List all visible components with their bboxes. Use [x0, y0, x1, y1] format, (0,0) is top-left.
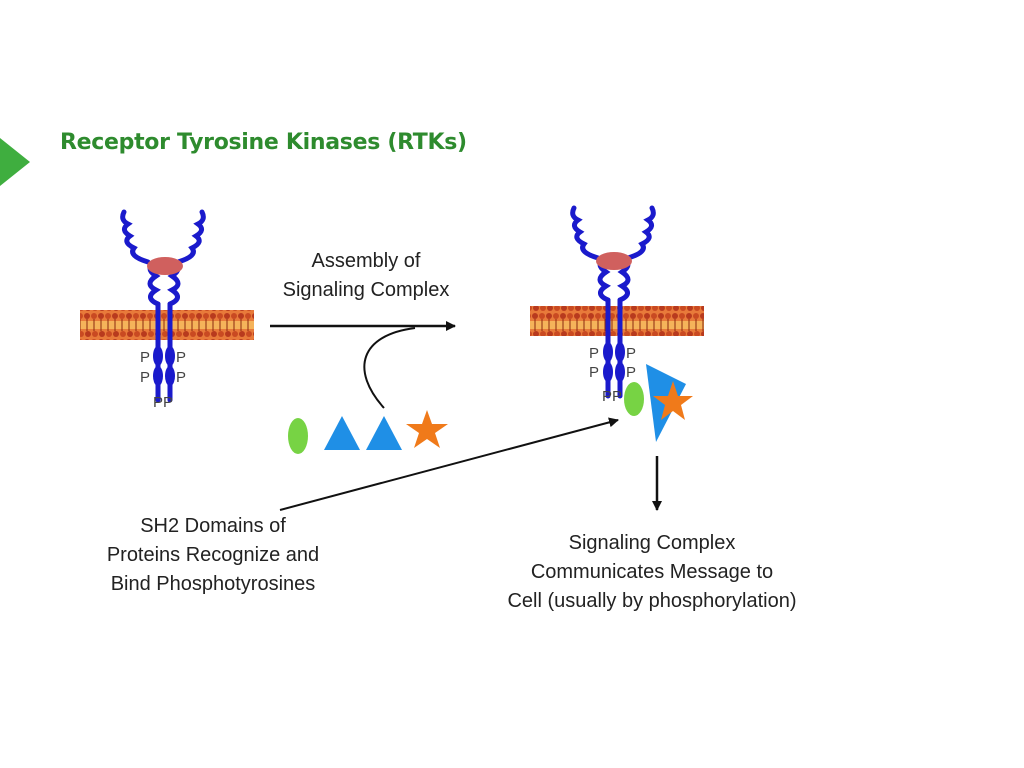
left-phospho-2: P [176, 349, 187, 366]
bound-oval [624, 382, 644, 416]
right-phospho-2: P [626, 345, 637, 362]
right-phospho-3: P [589, 364, 600, 381]
assembly-label-line1: Assembly of [311, 250, 421, 272]
right-membrane [530, 306, 704, 336]
curved-arrow [363, 327, 416, 409]
right-phospho-pair: PP [602, 388, 623, 405]
blue-triangle-protein-2 [366, 416, 402, 450]
sh2-label: SH2 Domains of Proteins Recognize and Bi… [72, 512, 354, 599]
bullet-arrow-icon [0, 138, 30, 186]
page-title: Receptor Tyrosine Kinases (RTKs) [60, 130, 467, 155]
right-ligand [596, 252, 632, 270]
left-membrane [80, 310, 254, 340]
complex-label-line2: Communicates Message to [530, 561, 774, 583]
bound-star [653, 381, 693, 420]
sh2-label-line3: Bind Phosphotyrosines [110, 573, 316, 595]
sh2-pointer-arrow [279, 417, 619, 511]
left-phospho-1: P [140, 349, 151, 366]
sh2-label-line2: Proteins Recognize and [106, 544, 320, 566]
assembly-label: Assembly of Signaling Complex [254, 247, 478, 305]
blue-triangle-protein-1 [324, 416, 360, 450]
free-sh2-proteins [288, 410, 448, 454]
left-receptor [80, 209, 254, 403]
assembly-label-line2: Signaling Complex [282, 279, 450, 301]
orange-star-protein [406, 410, 448, 448]
right-phospho-1: P [589, 345, 600, 362]
left-phospho-3: P [140, 369, 151, 386]
green-oval-protein [288, 418, 308, 454]
sh2-label-line1: SH2 Domains of [140, 515, 286, 537]
complex-label-line1: Signaling Complex [568, 532, 736, 554]
complex-label: Signaling Complex Communicates Message t… [462, 529, 842, 616]
right-phospho-4: P [626, 364, 637, 381]
left-phospho-pair: PP [153, 394, 174, 411]
left-ligand [147, 257, 183, 275]
left-phospho-4: P [176, 369, 187, 386]
right-receptor [530, 205, 704, 442]
complex-label-line3: Cell (usually by phosphorylation) [507, 590, 797, 612]
